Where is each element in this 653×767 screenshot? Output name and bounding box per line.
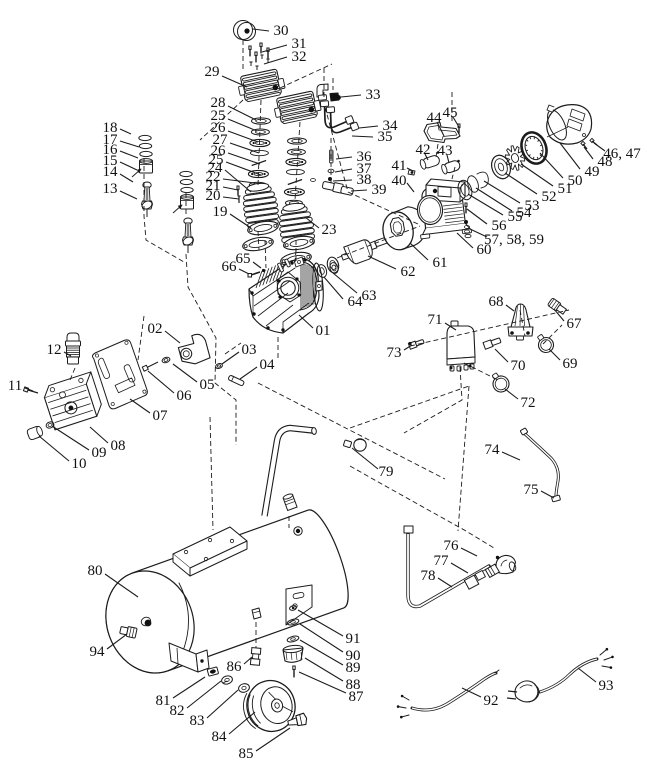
- svg-text:70: 70: [511, 358, 526, 374]
- svg-text:30: 30: [274, 23, 289, 39]
- svg-text:82: 82: [170, 703, 185, 719]
- svg-text:81: 81: [156, 693, 171, 709]
- svg-text:84: 84: [212, 729, 228, 745]
- svg-text:55: 55: [508, 209, 523, 225]
- svg-text:19: 19: [213, 204, 228, 220]
- svg-text:45: 45: [443, 105, 458, 121]
- svg-text:18: 18: [103, 120, 118, 136]
- svg-text:46, 47: 46, 47: [603, 146, 641, 162]
- svg-text:94: 94: [90, 644, 106, 660]
- svg-text:80: 80: [88, 563, 103, 579]
- svg-text:87: 87: [349, 689, 365, 705]
- svg-text:03: 03: [242, 342, 257, 358]
- svg-text:38: 38: [357, 172, 372, 188]
- svg-text:32: 32: [292, 49, 307, 65]
- svg-text:28: 28: [211, 95, 226, 111]
- svg-text:15: 15: [103, 153, 118, 169]
- svg-text:16: 16: [103, 142, 119, 158]
- svg-text:31: 31: [292, 36, 307, 52]
- svg-text:50: 50: [568, 173, 583, 189]
- svg-text:01: 01: [316, 323, 331, 339]
- svg-text:22: 22: [206, 169, 221, 185]
- svg-text:91: 91: [346, 631, 361, 647]
- svg-text:74: 74: [485, 442, 501, 458]
- svg-text:06: 06: [177, 388, 193, 404]
- svg-text:53: 53: [525, 198, 540, 214]
- svg-text:67: 67: [567, 316, 583, 332]
- svg-text:57, 58, 59: 57, 58, 59: [484, 232, 544, 248]
- svg-text:90: 90: [346, 648, 361, 664]
- svg-text:93: 93: [599, 678, 614, 694]
- svg-text:65: 65: [236, 251, 251, 267]
- svg-text:76: 76: [444, 538, 460, 554]
- svg-text:29: 29: [205, 64, 220, 80]
- svg-text:64: 64: [348, 294, 364, 310]
- svg-text:89: 89: [346, 660, 361, 676]
- svg-text:36: 36: [357, 149, 373, 165]
- svg-text:21: 21: [206, 178, 221, 194]
- svg-text:25: 25: [209, 152, 224, 168]
- svg-text:07: 07: [153, 408, 169, 424]
- svg-text:13: 13: [103, 181, 118, 197]
- svg-text:71: 71: [428, 312, 443, 328]
- svg-text:85: 85: [239, 746, 254, 762]
- svg-text:56: 56: [492, 218, 508, 234]
- svg-text:83: 83: [190, 713, 205, 729]
- svg-text:34: 34: [383, 118, 399, 134]
- svg-text:42: 42: [416, 142, 431, 158]
- svg-text:39: 39: [372, 182, 387, 198]
- svg-text:48: 48: [598, 154, 613, 170]
- svg-text:62: 62: [401, 264, 416, 280]
- svg-text:11: 11: [8, 378, 22, 394]
- svg-text:12: 12: [47, 342, 62, 358]
- svg-text:20: 20: [206, 188, 221, 204]
- svg-text:43: 43: [438, 143, 453, 159]
- svg-text:41: 41: [392, 158, 407, 174]
- svg-text:72: 72: [521, 395, 536, 411]
- svg-text:26: 26: [211, 120, 227, 136]
- svg-text:26: 26: [211, 143, 227, 159]
- svg-text:73: 73: [387, 345, 402, 361]
- svg-text:52: 52: [542, 189, 557, 205]
- svg-text:02: 02: [148, 321, 163, 337]
- svg-text:60: 60: [477, 242, 492, 258]
- svg-text:14: 14: [103, 164, 119, 180]
- svg-text:86: 86: [227, 659, 243, 675]
- svg-text:05: 05: [200, 377, 215, 393]
- svg-text:54: 54: [517, 205, 533, 221]
- svg-text:79: 79: [379, 464, 394, 480]
- svg-text:37: 37: [357, 161, 373, 177]
- svg-text:40: 40: [392, 173, 407, 189]
- svg-text:27: 27: [213, 132, 229, 148]
- svg-text:23: 23: [322, 222, 337, 238]
- svg-text:77: 77: [434, 553, 450, 569]
- svg-text:35: 35: [378, 129, 393, 145]
- svg-text:78: 78: [421, 568, 436, 584]
- svg-text:24: 24: [208, 160, 224, 176]
- svg-text:61: 61: [433, 255, 448, 271]
- svg-text:44: 44: [427, 110, 443, 126]
- svg-text:33: 33: [366, 87, 381, 103]
- svg-text:17: 17: [103, 132, 119, 148]
- svg-text:66: 66: [222, 259, 238, 275]
- svg-text:69: 69: [563, 356, 578, 372]
- svg-text:08: 08: [111, 438, 126, 454]
- svg-text:09: 09: [92, 445, 107, 461]
- svg-text:04: 04: [260, 357, 276, 373]
- svg-text:49: 49: [585, 164, 600, 180]
- svg-text:25: 25: [211, 108, 226, 124]
- svg-text:68: 68: [489, 294, 504, 310]
- svg-text:10: 10: [72, 456, 87, 472]
- svg-text:63: 63: [362, 288, 377, 304]
- svg-text:75: 75: [524, 482, 539, 498]
- svg-text:51: 51: [558, 181, 573, 197]
- svg-text:88: 88: [346, 677, 361, 693]
- svg-text:92: 92: [484, 693, 499, 709]
